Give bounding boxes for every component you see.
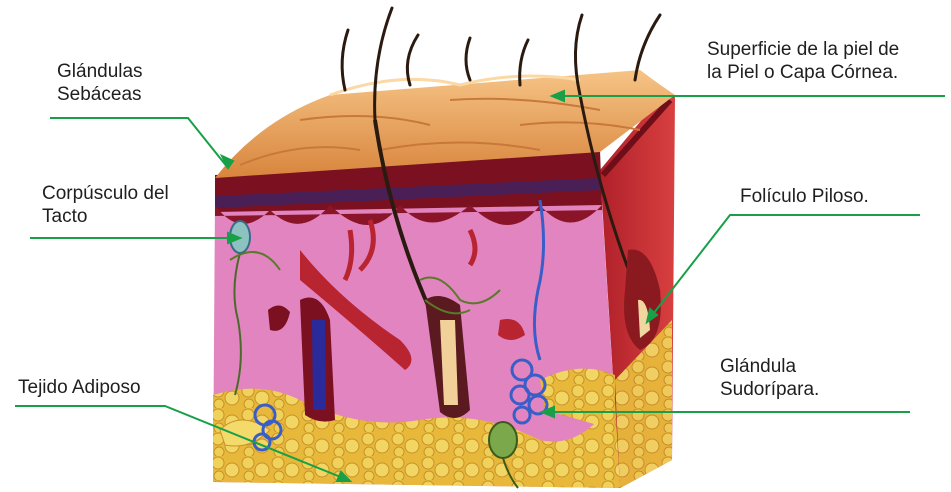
label-line: la Piel o Capa Córnea. — [707, 61, 899, 84]
label-line: Folículo Piloso. — [740, 185, 869, 208]
label-line: Sebáceas — [57, 83, 143, 106]
label-line: Superficie de la piel de — [707, 38, 899, 61]
label-glandula-sudoripara: Glándula Sudorípara. — [720, 355, 819, 401]
label-line: Glándulas — [57, 60, 143, 83]
pointer-foliculo-piloso — [647, 215, 920, 322]
label-line: Corpúsculo del — [42, 182, 169, 205]
pointer-glandulas-sebaceas — [50, 118, 233, 168]
label-corpusculo-tacto: Corpúsculo del Tacto — [42, 182, 169, 228]
label-line: Glándula — [720, 355, 819, 378]
pointer-corpusculo-tacto — [30, 233, 240, 243]
label-glandulas-sebaceas: Glándulas Sebáceas — [57, 60, 143, 106]
label-foliculo-piloso: Folículo Piloso. — [740, 185, 869, 208]
label-line: Tacto — [42, 205, 169, 228]
label-line: Sudorípara. — [720, 378, 819, 401]
label-tejido-adiposo: Tejido Adiposo — [18, 376, 141, 399]
label-line: Tejido Adiposo — [18, 376, 141, 399]
skin-surface-top — [215, 70, 675, 178]
label-superficie-piel: Superficie de la piel de la Piel o Capa … — [707, 38, 899, 84]
